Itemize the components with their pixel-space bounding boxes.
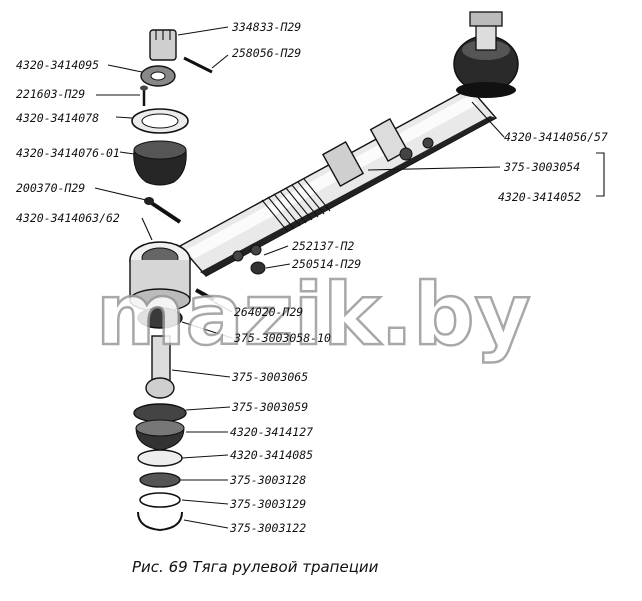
label-375-3003129: 375-3003129 bbox=[229, 497, 306, 511]
label-334833-p29: 334833-П29 bbox=[231, 20, 301, 34]
watermark: mazik.by bbox=[96, 265, 531, 365]
label-250514-p29: 250514-П29 bbox=[292, 257, 361, 271]
label-4320-3414076-01: 4320-3414076-01 bbox=[16, 146, 120, 160]
part-labels: 334833-П29 258056-П29 4320-3414095 22160… bbox=[16, 20, 608, 535]
leader-lines bbox=[94, 26, 605, 529]
side-fasteners bbox=[195, 261, 266, 302]
label-252137-p2: 252137-П2 bbox=[292, 239, 354, 253]
label-375-3003128: 375-3003128 bbox=[229, 473, 306, 487]
lower-stack bbox=[133, 307, 187, 532]
label-4320-3414063-62: 4320-3414063/62 bbox=[16, 211, 120, 225]
label-4320-3414056-57: 4320-3414056/57 bbox=[504, 130, 608, 144]
label-4320-3414085: 4320-3414085 bbox=[230, 448, 313, 462]
right-ball-joint bbox=[453, 11, 519, 98]
label-4320-3414095: 4320-3414095 bbox=[16, 58, 99, 72]
label-375-3003054: 375-3003054 bbox=[503, 160, 580, 174]
label-200370-p29: 200370-П29 bbox=[16, 181, 85, 195]
tie-rod-tube bbox=[178, 87, 498, 277]
label-258056-p29: 258056-П29 bbox=[232, 46, 301, 60]
label-375-3003058-10: 375-3003058-10 bbox=[233, 331, 331, 345]
figure-caption: Рис. 69 Тяга рулевой трапеции bbox=[132, 558, 379, 576]
label-4320-3414052: 4320-3414052 bbox=[498, 190, 581, 204]
label-375-3003059: 375-3003059 bbox=[231, 400, 308, 414]
upper-stack bbox=[131, 29, 213, 224]
label-264020-p29: 264020-П29 bbox=[234, 305, 303, 319]
label-375-3003122: 375-3003122 bbox=[229, 521, 306, 535]
label-375-3003065: 375-3003065 bbox=[231, 370, 308, 384]
label-221603-p29: 221603-П29 bbox=[16, 87, 85, 101]
label-4320-3414078: 4320-3414078 bbox=[16, 111, 99, 125]
rod-thread bbox=[261, 178, 331, 233]
label-4320-3414127: 4320-3414127 bbox=[230, 425, 313, 439]
